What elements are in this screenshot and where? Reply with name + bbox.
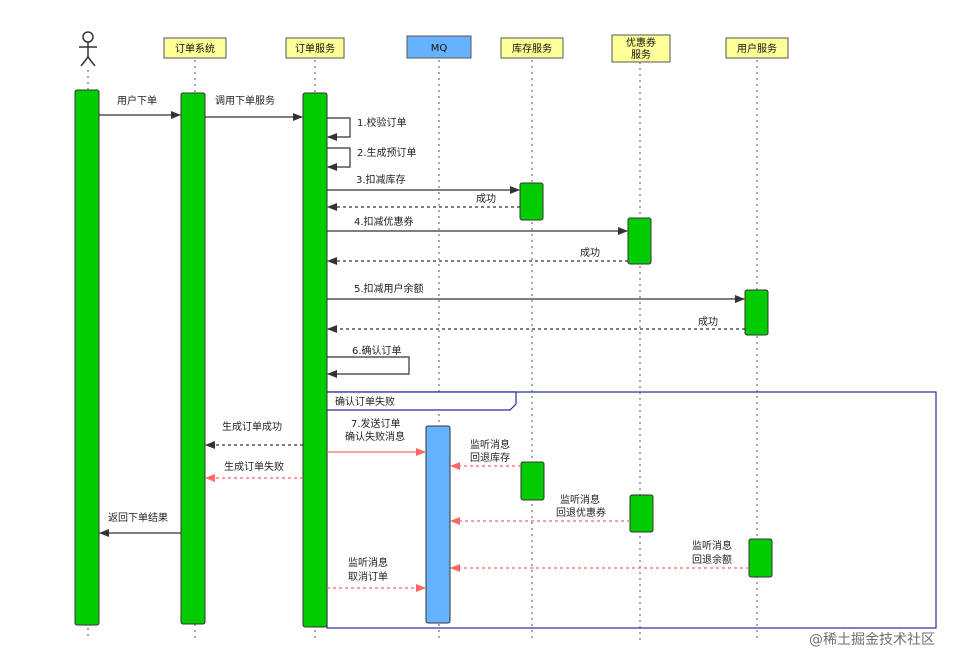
- message-label-coupon-success: 成功: [580, 247, 600, 259]
- participant-label-order-service: 订单服务: [295, 42, 335, 55]
- message-label-send-failure-msg-line1: 7.发送订单: [351, 417, 401, 430]
- participant-box-order-service: [285, 37, 345, 59]
- activation-inventory-1: [519, 182, 544, 221]
- message-label-deduct-coupon: 4.扣减优惠券: [354, 215, 414, 228]
- participant-label-coupon-line2: 服务: [631, 48, 651, 61]
- message-arrow-confirm-order: [327, 356, 410, 378]
- participant-headers: 订单系统 订单服务 MQ 库存服务 优惠券 服务 用户服务: [163, 34, 789, 63]
- participant-label-order-system: 订单系统: [175, 42, 215, 55]
- message-label-return-result: 返回下单结果: [108, 511, 168, 524]
- watermark: @稀土掘金技术社区: [809, 632, 935, 648]
- activation-user-service-1: [744, 289, 769, 336]
- message-label-inventory-success: 成功: [476, 193, 496, 205]
- message-label-rollback-coupon-line1: 监听消息: [560, 493, 600, 506]
- messages: 用户下单 调用下单服务 1.校验订单 2.生成预订单 3.扣减库存 成功 4.扣…: [99, 94, 749, 592]
- message-label-rollback-balance-line1: 监听消息: [692, 539, 732, 552]
- message-label-order-failed: 生成订单失败: [224, 460, 284, 473]
- message-arrow-validate-order: [327, 117, 351, 141]
- message-label-rollback-inventory-line1: 监听消息: [470, 438, 510, 451]
- activation-coupon-2: [629, 494, 654, 533]
- activation-user: [74, 89, 100, 626]
- activation-inventory-2: [520, 461, 545, 501]
- message-label-validate-order: 1.校验订单: [357, 116, 407, 129]
- participant-box-mq: [406, 35, 472, 59]
- message-label-deduct-balance: 5.扣减用户余额: [354, 282, 424, 295]
- participant-label-coupon-line1: 优惠券: [626, 36, 656, 49]
- message-label-cancel-order-line1: 监听消息: [348, 556, 388, 569]
- message-label-confirm-order: 6.确认订单: [352, 344, 402, 357]
- message-label-place-order: 用户下单: [117, 94, 157, 107]
- participant-label-user-service: 用户服务: [737, 42, 777, 55]
- activation-order-service: [302, 92, 328, 628]
- message-label-create-preorder: 2.生成预订单: [357, 146, 417, 159]
- message-label-call-order-service: 调用下单服务: [215, 94, 275, 107]
- message-label-cancel-order-line2: 取消订单: [348, 570, 388, 583]
- fragment-label: 确认订单失败: [335, 395, 395, 408]
- activation-user-service-2: [748, 538, 773, 578]
- message-label-deduct-inventory: 3.扣减库存: [356, 173, 406, 186]
- activation-mq: [425, 425, 451, 624]
- participant-box-inventory: [500, 37, 564, 59]
- participant-label-inventory: 库存服务: [512, 42, 552, 55]
- message-label-rollback-inventory-line2: 回退库存: [470, 451, 510, 464]
- activation-order-system: [180, 92, 206, 625]
- message-label-order-created: 生成订单成功: [222, 420, 282, 433]
- message-label-send-failure-msg-line2: 确认失败消息: [345, 430, 405, 443]
- fragment-label-tab: [327, 391, 517, 411]
- participant-box-coupon: [611, 34, 671, 63]
- message-label-balance-success: 成功: [698, 316, 718, 328]
- message-label-rollback-balance-line2: 回退余额: [692, 553, 732, 566]
- actor-user-icon: [79, 31, 97, 67]
- activations: [74, 89, 773, 628]
- participant-box-order-system: [163, 37, 227, 59]
- message-arrow-create-preorder: [327, 147, 351, 171]
- activation-coupon-1: [627, 217, 652, 265]
- message-label-rollback-coupon-line2: 回退优惠券: [556, 506, 606, 519]
- participant-box-user-service: [725, 37, 789, 59]
- participant-label-mq: MQ: [431, 43, 448, 54]
